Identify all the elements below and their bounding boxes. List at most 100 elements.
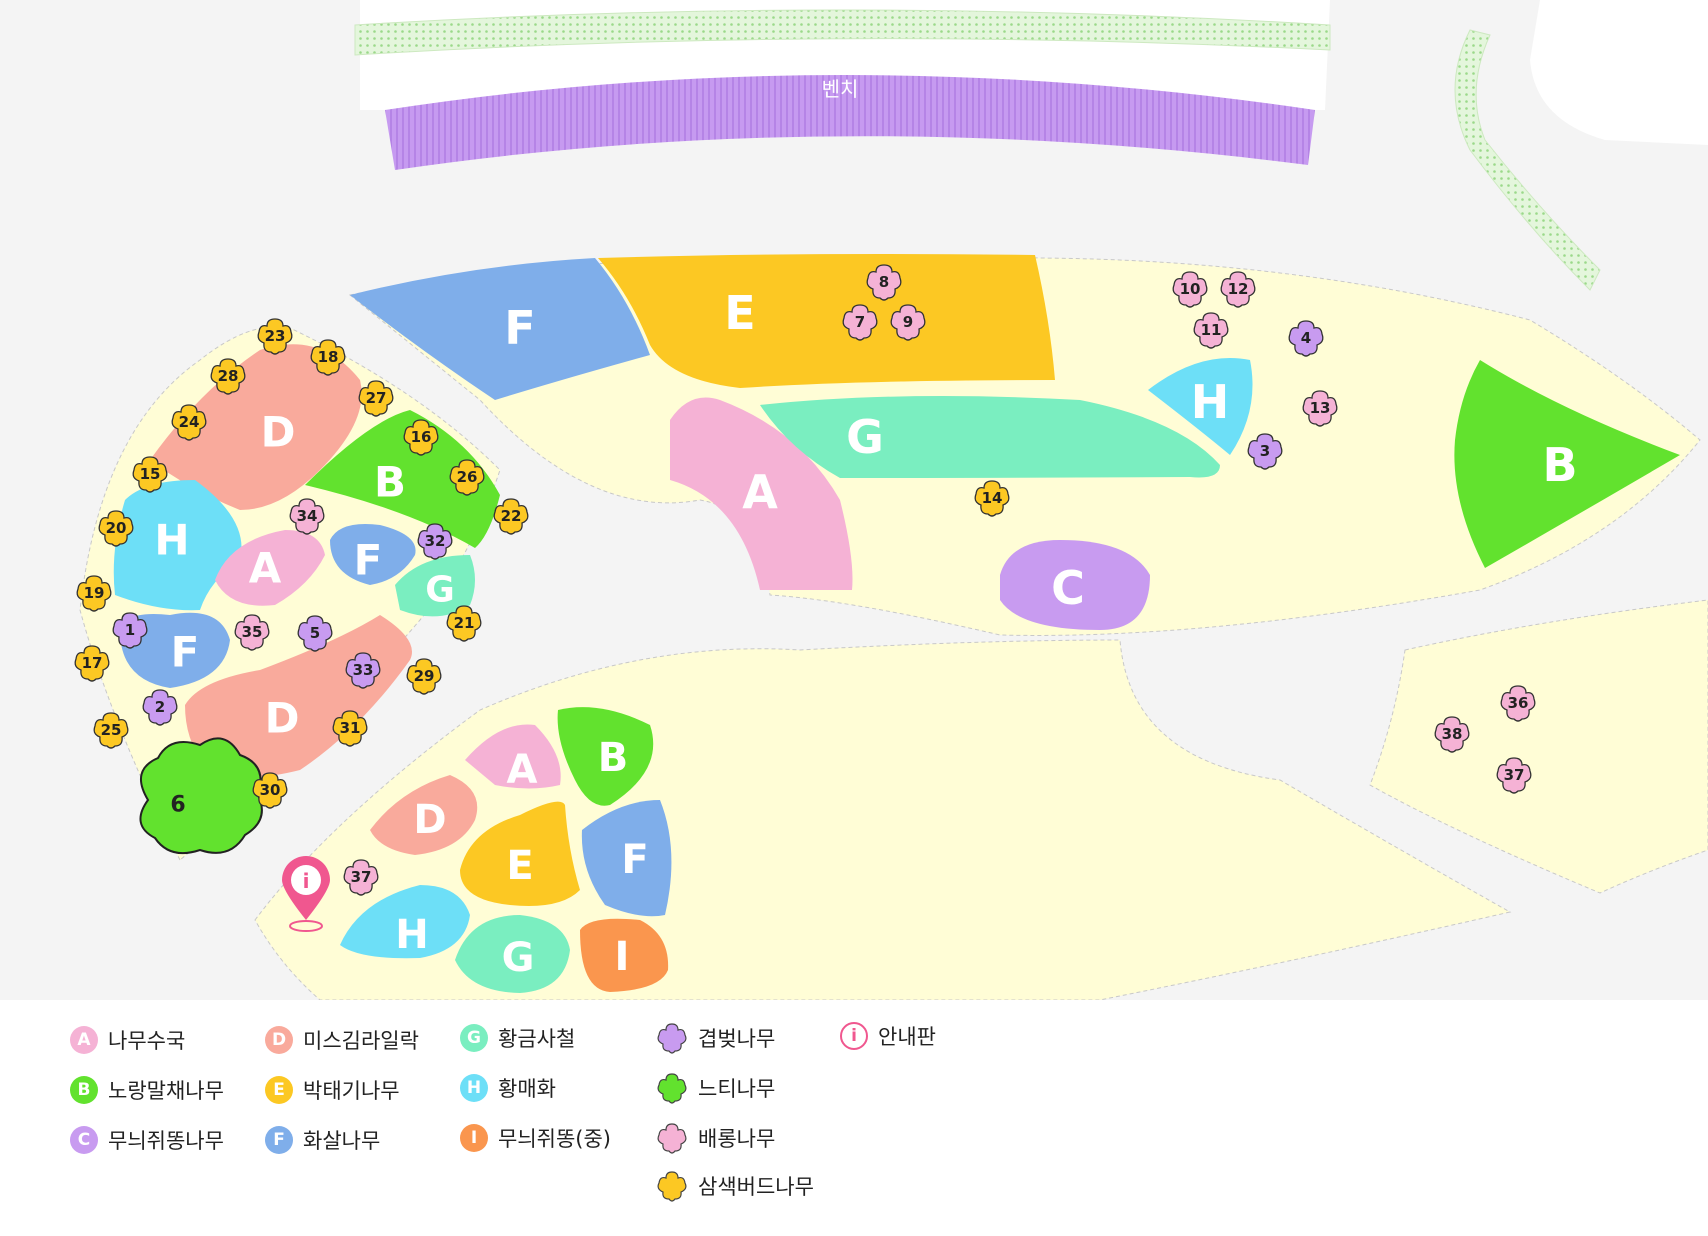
- tree-marker-13[interactable]: 13: [1302, 390, 1338, 427]
- tree-marker-11[interactable]: 11: [1193, 312, 1229, 349]
- tree-marker-15[interactable]: 15: [132, 456, 168, 493]
- zone-label: I: [615, 934, 630, 980]
- tree-marker-37[interactable]: 37: [1496, 757, 1532, 794]
- legend-letter: D: [271, 1030, 287, 1050]
- zone-west-F[interactable]: [350, 258, 650, 400]
- zone-left-F[interactable]: [120, 612, 230, 688]
- zone-label: B: [374, 458, 406, 507]
- tree-number: 14: [982, 489, 1003, 507]
- flower-icon: [252, 772, 288, 809]
- zone-center-G[interactable]: [760, 396, 1220, 478]
- tree-marker-9[interactable]: 9: [890, 304, 926, 341]
- zone-bottom-E[interactable]: [460, 801, 580, 906]
- flower-icon: [974, 480, 1010, 517]
- zone-label: F: [504, 301, 535, 355]
- zone-label: B: [1542, 438, 1577, 492]
- tree-number: 28: [218, 367, 239, 385]
- tree-marker-4[interactable]: 4: [1288, 320, 1324, 357]
- flower-icon: [132, 456, 168, 493]
- info-sign-base: [289, 920, 323, 932]
- legend-letter: i: [851, 1026, 857, 1046]
- tree-number: 17: [82, 654, 103, 672]
- tree-marker-27[interactable]: 27: [358, 380, 394, 417]
- tree-marker-20[interactable]: 20: [98, 510, 134, 547]
- tree-marker-24[interactable]: 24: [171, 404, 207, 441]
- tree-marker-18[interactable]: 18: [310, 339, 346, 376]
- tree-marker-29[interactable]: 29: [406, 658, 442, 695]
- big-tree-number: 6: [170, 793, 185, 818]
- zone-bottom-F[interactable]: [581, 800, 672, 917]
- tree-marker-10[interactable]: 10: [1172, 271, 1208, 308]
- tree-number: 13: [1310, 399, 1331, 417]
- flower-icon: [657, 1171, 687, 1202]
- flower-icon: [98, 510, 134, 547]
- tree-number: 3: [1260, 442, 1270, 460]
- tree-marker-34[interactable]: 34: [289, 498, 325, 535]
- bed-right: [1369, 599, 1708, 894]
- zone-left-B[interactable]: [305, 410, 500, 548]
- zone-north-E[interactable]: [598, 254, 1055, 388]
- zone-left-G[interactable]: [395, 555, 475, 617]
- tree-marker-1[interactable]: 1: [112, 612, 148, 649]
- tree-marker-12[interactable]: 12: [1220, 271, 1256, 308]
- tree-marker-3[interactable]: 3: [1247, 433, 1283, 470]
- tree-marker-32[interactable]: 32: [417, 523, 453, 560]
- tree-marker-7[interactable]: 7: [842, 304, 878, 341]
- tree-marker-5[interactable]: 5: [297, 615, 333, 652]
- zone-bottom-G[interactable]: [455, 915, 570, 993]
- legend-item-H: H 황매화: [460, 1070, 556, 1106]
- hedge-top: [354, 9, 1331, 56]
- tree-marker-31[interactable]: 31: [332, 710, 368, 747]
- zone-left-D-bottom[interactable]: [185, 615, 412, 778]
- tree-marker-36[interactable]: 36: [1500, 685, 1536, 722]
- tree-marker-17[interactable]: 17: [74, 645, 110, 682]
- flower-icon: [657, 1023, 687, 1054]
- tree-marker-30[interactable]: 30: [252, 772, 288, 809]
- legend-item-crape-myrtle: 배롱나무: [656, 1120, 775, 1156]
- tree-number: 11: [1201, 321, 1222, 339]
- legend-letter: B: [77, 1080, 91, 1100]
- tree-marker-23[interactable]: 23: [257, 318, 293, 355]
- tree-marker-2[interactable]: 2: [142, 689, 178, 726]
- flower-icon: [234, 614, 270, 651]
- tree-marker-35[interactable]: 35: [234, 614, 270, 651]
- tree-marker-33[interactable]: 33: [345, 652, 381, 689]
- flower-icon: [446, 605, 482, 642]
- zone-bottom-I[interactable]: [580, 918, 669, 992]
- tree-marker-19[interactable]: 19: [76, 575, 112, 612]
- zone-center-H[interactable]: [1148, 358, 1253, 455]
- zone-left-A[interactable]: [215, 530, 325, 606]
- zone-left-H[interactable]: [113, 480, 242, 611]
- tree-number: 22: [501, 507, 522, 525]
- zone-bottom-H[interactable]: [340, 885, 470, 959]
- tree-number: 38: [1442, 725, 1463, 743]
- zone-left-F-small[interactable]: [330, 524, 416, 585]
- plaza-area-right: [1530, 0, 1708, 145]
- tree-marker-8[interactable]: 8: [866, 264, 902, 301]
- tree-marker-25[interactable]: 25: [93, 712, 129, 749]
- zone-left-D-top[interactable]: [150, 344, 362, 510]
- zone-bottom-A[interactable]: [465, 724, 561, 789]
- tree-number: 31: [340, 719, 361, 737]
- tree-marker-28[interactable]: 28: [210, 358, 246, 395]
- legend-label: 겹벚나무: [698, 1027, 776, 1051]
- legend-label: 무늬쥐똥(중): [498, 1127, 611, 1151]
- tree-marker-14[interactable]: 14: [974, 480, 1010, 517]
- tree-marker-37[interactable]: 37: [343, 859, 379, 896]
- tree-marker-16[interactable]: 16: [403, 419, 439, 456]
- zone-center-A[interactable]: [670, 397, 853, 591]
- tree-marker-26[interactable]: 26: [449, 459, 485, 496]
- tree-marker-38[interactable]: 38: [1434, 716, 1470, 753]
- info-sign-marker[interactable]: i: [282, 856, 330, 932]
- tree-marker-21[interactable]: 21: [446, 605, 482, 642]
- zone-bottom-D[interactable]: [370, 775, 478, 855]
- zone-center-C[interactable]: [1000, 540, 1150, 630]
- tree-number: 36: [1508, 694, 1529, 712]
- zone-east-B[interactable]: [1454, 360, 1680, 568]
- zone-bottom-B[interactable]: [557, 707, 654, 806]
- tree-number: 33: [353, 661, 374, 679]
- flower-icon: [345, 652, 381, 689]
- zelkova-tree-6[interactable]: 6: [139, 737, 263, 854]
- tree-marker-22[interactable]: 22: [493, 498, 529, 535]
- flower-icon: [417, 523, 453, 560]
